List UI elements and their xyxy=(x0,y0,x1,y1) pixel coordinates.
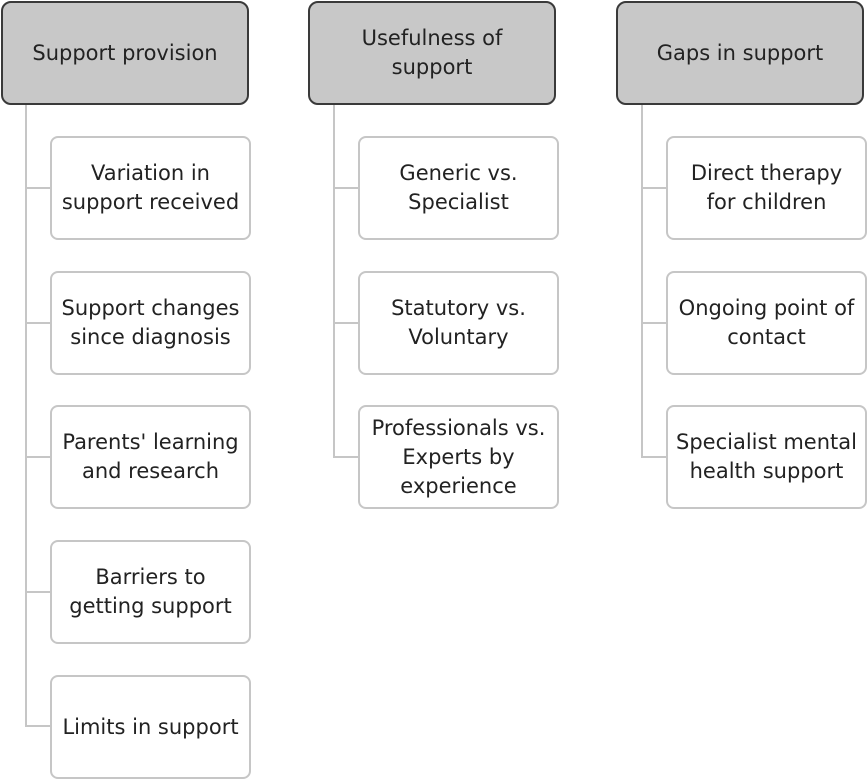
connector-branch xyxy=(25,456,51,458)
connector-branch xyxy=(641,187,667,189)
subtheme-box: Ongoing point of contact xyxy=(666,271,867,375)
connector-branch xyxy=(25,322,51,324)
connector-branch xyxy=(333,456,359,458)
connector-branch xyxy=(25,591,51,593)
subtheme-box: Specialist mental health support xyxy=(666,405,867,509)
subtheme-box: Professionals vs. Experts by experience xyxy=(358,405,559,509)
subtheme-box: Variation in support received xyxy=(50,136,251,240)
connector-branch xyxy=(641,456,667,458)
connector-branch xyxy=(333,187,359,189)
connector-branch xyxy=(25,187,51,189)
connector-trunk xyxy=(333,105,335,458)
theme-header-gaps-in-support: Gaps in support xyxy=(616,1,864,105)
connector-branch xyxy=(25,725,51,727)
connector-trunk xyxy=(641,105,643,458)
subtheme-box: Direct therapy for children xyxy=(666,136,867,240)
theme-header-support-provision: Support provision xyxy=(1,1,249,105)
subtheme-box: Limits in support xyxy=(50,675,251,779)
connector-trunk xyxy=(25,105,27,727)
subtheme-box: Statutory vs. Voluntary xyxy=(358,271,559,375)
subtheme-box: Barriers to getting support xyxy=(50,540,251,644)
subtheme-box: Parents' learning and research xyxy=(50,405,251,509)
connector-branch xyxy=(641,322,667,324)
theme-header-usefulness-of-support: Usefulness of support xyxy=(308,1,556,105)
subtheme-box: Generic vs. Specialist xyxy=(358,136,559,240)
connector-branch xyxy=(333,322,359,324)
subtheme-box: Support changes since diagnosis xyxy=(50,271,251,375)
